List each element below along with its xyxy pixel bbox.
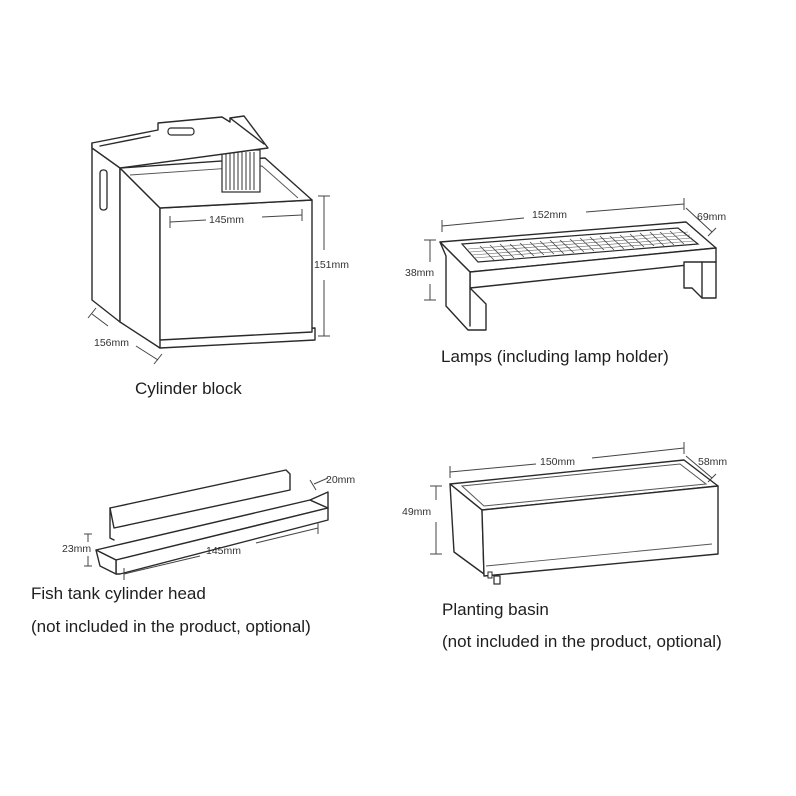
planting-basin-drawing: 150mm 58mm 49mm (402, 442, 727, 585)
cylinder-block-depth-label: 156mm (94, 337, 129, 349)
cylinder-block-height-label: 151mm (314, 259, 349, 271)
cylinder-block-caption: Cylinder block (135, 379, 242, 398)
lamp-length-label: 152mm (532, 209, 567, 221)
lamp-depth-label: 69mm (697, 211, 726, 223)
cylinder-head-length-label: 145mm (206, 545, 241, 557)
cylinder-head-drawing: 20mm 145mm 23mm (62, 469, 355, 580)
basin-height-label: 49mm (402, 506, 431, 518)
cylinder-block-drawing: 145mm 151mm 156mm (87, 115, 349, 365)
lamp-height-label: 38mm (405, 267, 434, 279)
lamp-drawing: 152mm 69mm 38mm (405, 198, 726, 331)
cylinder-head-height-label: 23mm (62, 543, 91, 555)
basin-note: (not included in the product, optional) (442, 632, 722, 651)
cylinder-block-width-label: 145mm (209, 214, 244, 226)
cylinder-head-note: (not included in the product, optional) (31, 617, 311, 636)
cylinder-head-caption: Fish tank cylinder head (31, 584, 206, 603)
basin-depth-label: 58mm (698, 456, 727, 468)
basin-length-label: 150mm (540, 456, 575, 468)
basin-caption: Planting basin (442, 600, 549, 619)
lamp-caption: Lamps (including lamp holder) (441, 347, 669, 366)
cylinder-head-depth-label: 20mm (326, 474, 355, 486)
